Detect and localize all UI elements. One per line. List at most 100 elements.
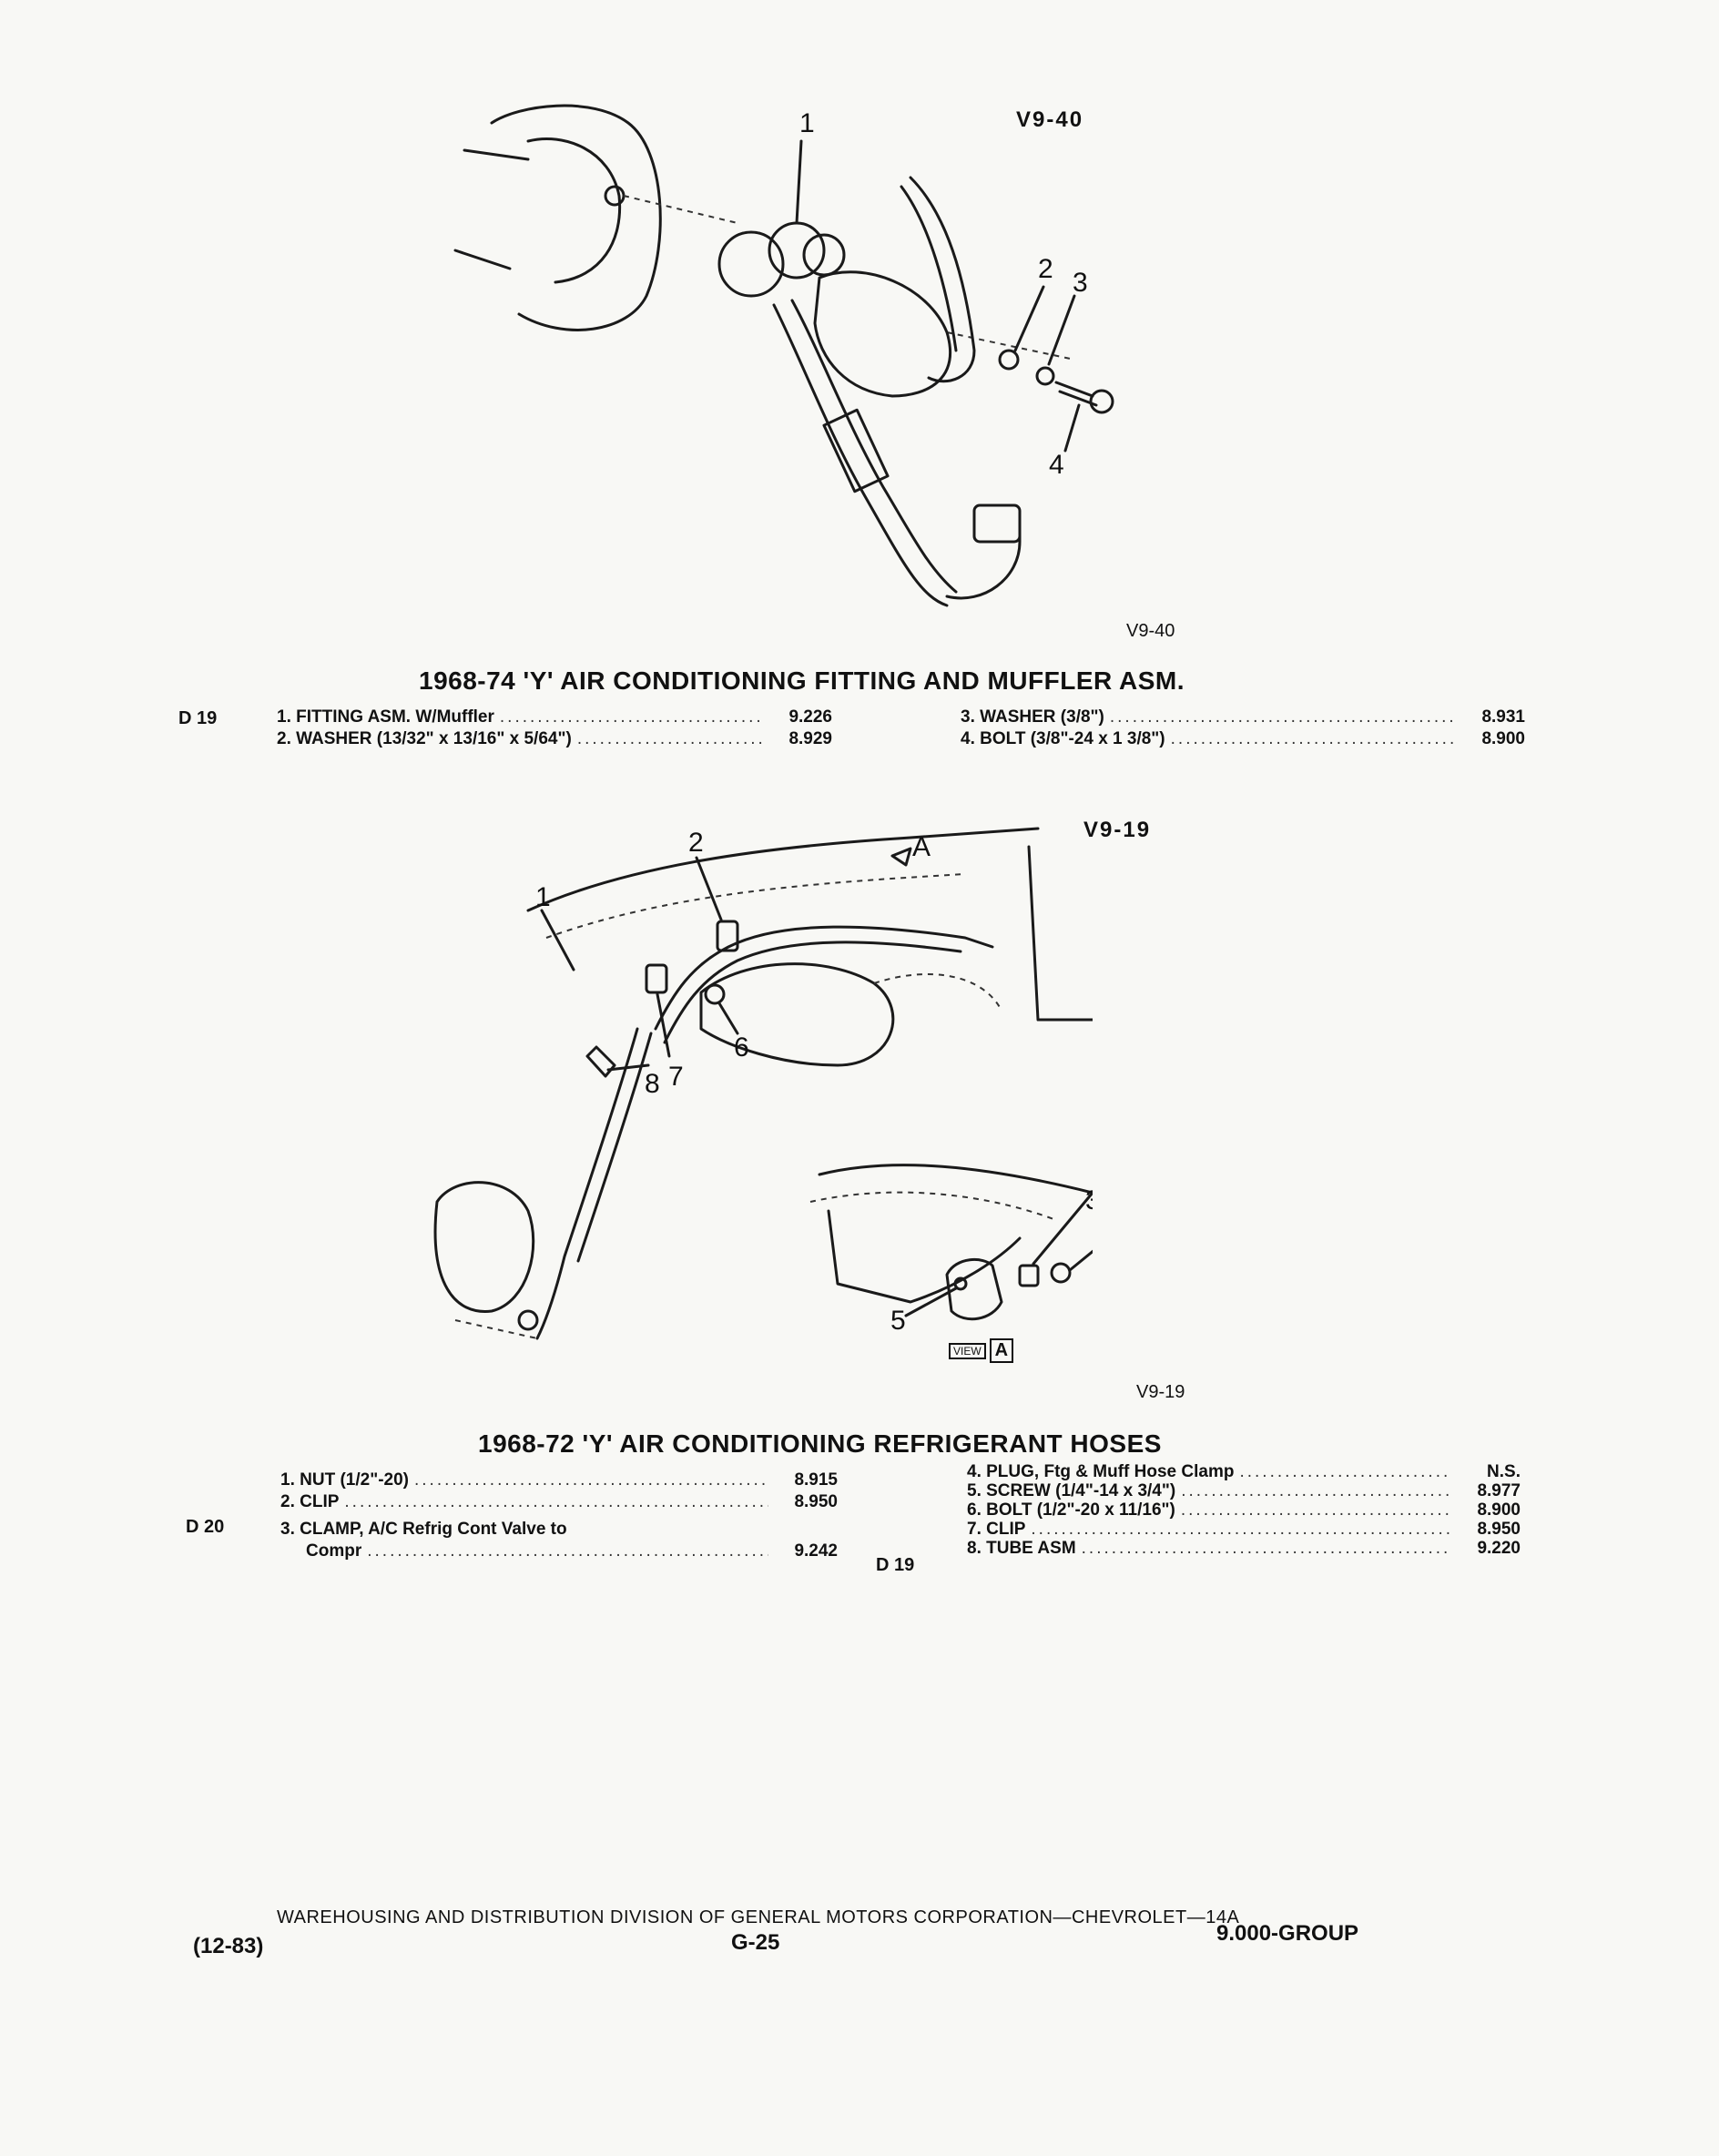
callout-3: 3 [1085,1185,1093,1215]
footer-page-number: G-25 [731,1930,780,1955]
inset-panel [827,1209,1022,1304]
hose-upper-2 [663,941,962,1044]
figure2-illustration: 1 2 3 4 5 6 7 8 A [401,792,1093,1375]
callout-4: 4 [1049,450,1064,480]
leader-dots [500,707,763,728]
item-value: 8.900 [1477,1500,1521,1520]
fitting-head-2 [768,221,826,280]
engine-outline [699,962,895,1067]
section1-group-code: D 19 [178,708,218,728]
callout-1: 1 [535,882,551,912]
compressor-fitting [517,1309,539,1331]
section2-code-item3: D 20 [186,1517,225,1537]
section2-code-item8: D 19 [876,1555,915,1575]
hose-down-1 [535,1027,639,1340]
fitting-head-1 [717,230,785,298]
leader-2 [695,856,723,921]
callout-a: A [912,832,931,862]
item-label: 1. NUT (1/2"-20) [280,1470,409,1490]
hose-sleeve [822,408,890,493]
leader-dots [1082,1539,1451,1558]
list-item: Compr 9.242 [280,1541,838,1562]
item-value: 9.226 [788,707,832,727]
washer-3 [1035,366,1055,386]
item-value: 9.242 [794,1541,838,1561]
washer-2 [998,349,1020,371]
item-label: 7. CLIP [967,1520,1026,1539]
leader-4 [1063,403,1081,453]
leader-1 [540,909,575,971]
section2-left-list: 1. NUT (1/2"-20) 8.915 2. CLIP 8.950 3. … [280,1470,838,1562]
callout-2: 2 [688,828,704,858]
item-label: 5. SCREW (1/4"-14 x 3/4") [967,1481,1176,1500]
leader-dots [1239,1462,1451,1481]
leader-3 [1032,1191,1093,1266]
bolt-head [1089,389,1114,414]
leader-5 [904,1286,958,1317]
figure1-code-top: V9-40 [1016,107,1084,132]
view-a-arrow [890,847,912,867]
callout-1: 1 [799,108,815,138]
callout-2: 2 [1038,254,1053,284]
item-value: 8.950 [794,1492,838,1511]
alignment-line-1 [623,195,738,224]
leader-dots [414,1470,768,1491]
item-label: 3. WASHER (3/8") [961,707,1104,727]
lower-hose-right [790,299,958,594]
item-label: 2. WASHER (13/32" x 13/16" x 5/64") [277,729,572,748]
leader-8 [606,1063,650,1072]
callout-3: 3 [1073,268,1088,298]
upper-hose-inner [909,176,976,383]
bolt-6 [704,983,726,1005]
item-value: 8.977 [1477,1481,1521,1500]
clip-7 [645,963,668,994]
section2-title: 1968-72 'Y' AIR CONDITIONING REFRIGERANT… [478,1429,1162,1458]
list-item: 6. BOLT (1/2"-20 x 11/16") 8.900 [967,1500,1521,1520]
list-item: 2. CLIP 8.950 [280,1491,838,1513]
list-item: 2. WASHER (13/32" x 13/16" x 5/64") 8.92… [277,728,832,750]
footer-division-line: WAREHOUSING AND DISTRIBUTION DIVISION OF… [277,1907,1240,1927]
list-item: 8. TUBE ASM 9.220 [967,1539,1521,1558]
leader-dots [1031,1520,1451,1539]
inset-screw-5 [953,1276,968,1291]
item-label: 6. BOLT (1/2"-20 x 11/16") [967,1500,1175,1520]
footer-group: 9.000-GROUP [1216,1921,1359,1946]
lower-hose-left [772,303,949,607]
item-value: 8.915 [794,1470,838,1490]
leader-dots [1171,728,1456,750]
hose-upper-1 [654,925,994,1031]
item-label: 8. TUBE ASM [967,1539,1076,1558]
callout-5: 5 [890,1306,906,1336]
list-item: 1. FITTING ASM. W/Muffler 9.226 [277,707,832,728]
inset-clamp-3 [1018,1264,1040,1287]
leader-dots [367,1541,768,1562]
item-label: 3. CLAMP, A/C Refrig Cont Valve to [280,1520,567,1539]
item-value: N.S. [1487,1462,1521,1481]
view-a-label: VIEW A [949,1338,1014,1363]
body-edge-top [526,827,1040,912]
callout-6: 6 [734,1032,749,1063]
item-label: 2. CLIP [280,1492,340,1511]
leader-1 [795,139,803,225]
leader-dots [1181,1481,1451,1500]
engine-dashed [873,973,1002,1012]
footer-date: (12-83) [193,1934,264,1958]
leader-7 [656,992,671,1058]
item-value: 8.929 [788,729,832,748]
section1-right-list: 3. WASHER (3/8") 8.931 4. BOLT (3/8"-24 … [961,707,1525,750]
list-item: 5. SCREW (1/4"-14 x 3/4") 8.977 [967,1481,1521,1500]
leader-3 [1047,294,1076,366]
body-edge-right [1027,845,1093,1022]
list-item: 4. BOLT (3/8"-24 x 1 3/8") 8.900 [961,728,1525,750]
figure2-code-bottom: V9-19 [1136,1382,1185,1402]
callout-7: 7 [668,1062,684,1092]
item-label: Compr [306,1541,362,1561]
compressor-outline-lower [433,1181,535,1313]
list-item: 3. WASHER (3/8") 8.931 [961,707,1525,728]
item-label: 4. PLUG, Ftg & Muff Hose Clamp [967,1462,1235,1481]
figure1-illustration: 1 2 3 4 [437,86,1184,624]
compressor-dashed [454,1319,538,1339]
leader-dots [577,728,763,750]
compressor-port [604,185,626,207]
list-item: 1. NUT (1/2"-20) 8.915 [280,1470,838,1491]
